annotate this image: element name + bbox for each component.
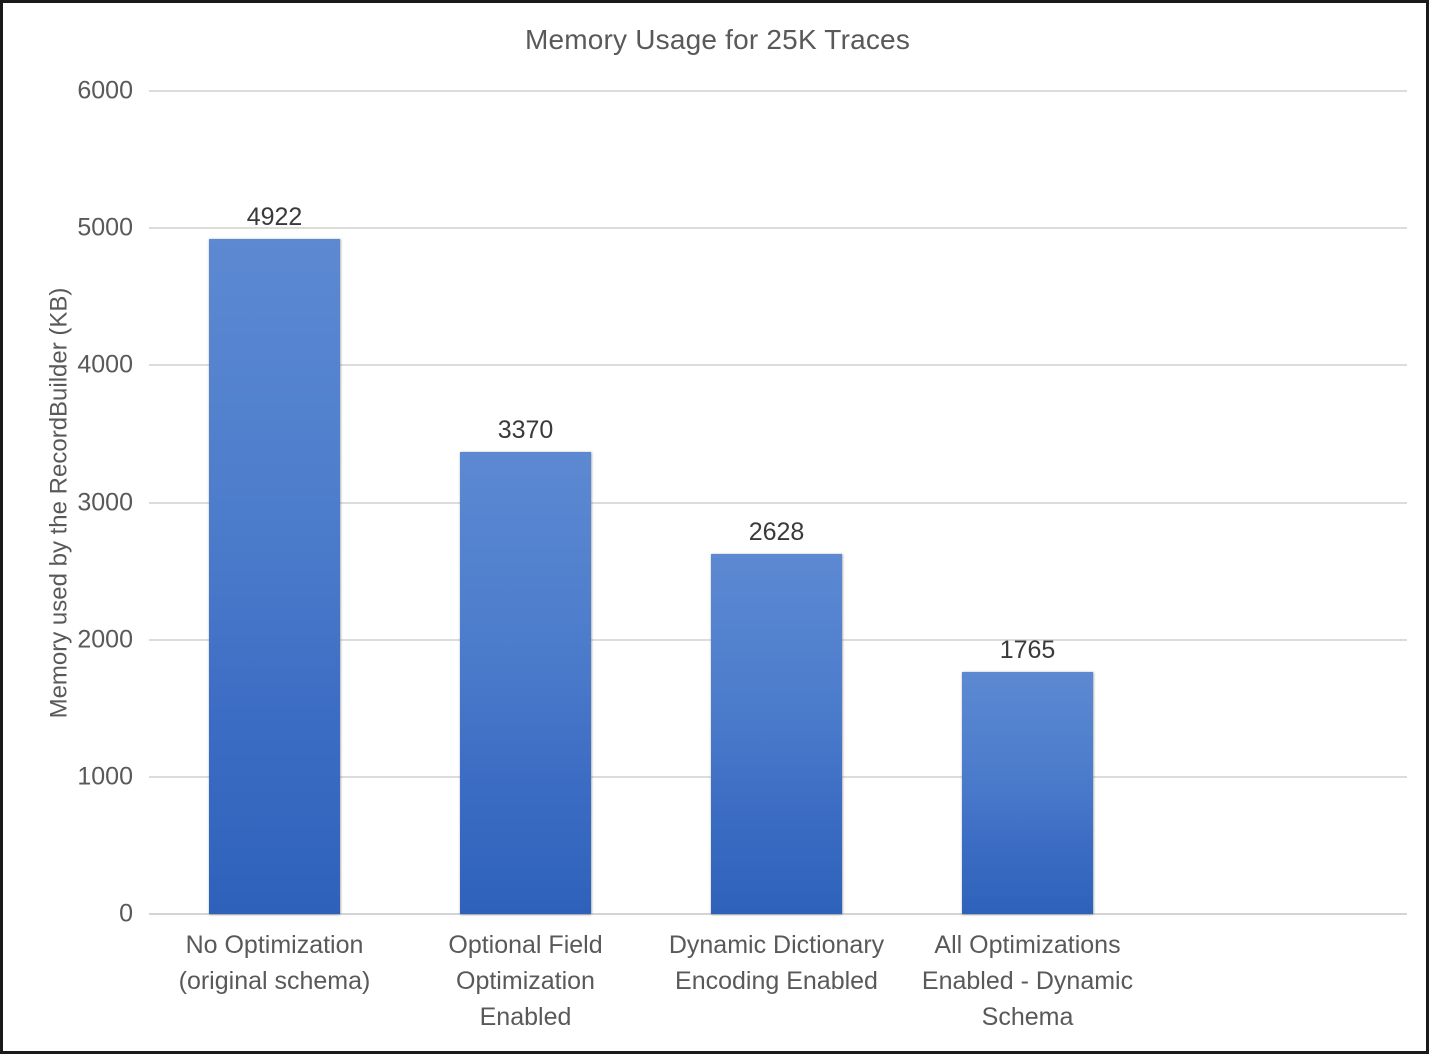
- gridline-0: [149, 913, 1407, 915]
- gridline-4000: [149, 364, 1407, 367]
- y-tick-label-3000: 3000: [77, 488, 133, 516]
- x-category-label-line: Schema: [981, 1003, 1074, 1031]
- x-category-label-1: No Optimization (original schema): [149, 927, 400, 999]
- plot-area: 4922 3370 2628 1765: [149, 90, 1407, 915]
- x-category-label-line: Dynamic Dictionary: [668, 931, 885, 959]
- x-category-label-line: Encoding Enabled: [675, 967, 878, 995]
- bar-1[interactable]: [209, 238, 340, 914]
- x-axis-category-labels: No Optimization (original schema) Optional…: [149, 927, 1407, 1051]
- bar-value-label-3: 2628: [748, 517, 805, 546]
- x-category-label-line: No Optimization: [185, 931, 364, 959]
- gridline-6000: [149, 90, 1407, 92]
- bar-4[interactable]: [962, 671, 1093, 914]
- x-category-label-line: (original schema): [178, 967, 371, 995]
- bar-3[interactable]: [711, 553, 842, 914]
- bar-value-label-4: 1765: [999, 635, 1056, 664]
- gridline-5000: [149, 227, 1407, 230]
- y-tick-label-1000: 1000: [77, 762, 133, 791]
- y-tick-label-6000: 6000: [77, 76, 133, 105]
- bar-value-label-1: 4922: [246, 202, 303, 231]
- x-category-label-line: Optimization: [456, 967, 595, 995]
- y-tick-label-0: 0: [119, 899, 133, 928]
- x-category-label-line: Optional Field: [448, 931, 603, 959]
- x-category-label-line: All Optimizations: [934, 931, 1121, 959]
- x-category-label-line: Enabled: [479, 1003, 572, 1031]
- y-axis-tick-labels: 6000 5000 4000 3000 2000 1000 0: [3, 77, 149, 928]
- chart-title: Memory Usage for 25K Traces: [524, 24, 911, 55]
- y-tick-label-2000: 2000: [77, 625, 133, 654]
- y-tick-label-4000: 4000: [77, 350, 133, 379]
- y-tick-label-5000: 5000: [77, 213, 133, 242]
- bar-2[interactable]: [460, 451, 591, 914]
- bar-value-label-2: 3370: [497, 415, 554, 444]
- gridline-3000: [149, 501, 1407, 504]
- x-category-label-line: Enabled - Dynamic: [921, 967, 1134, 995]
